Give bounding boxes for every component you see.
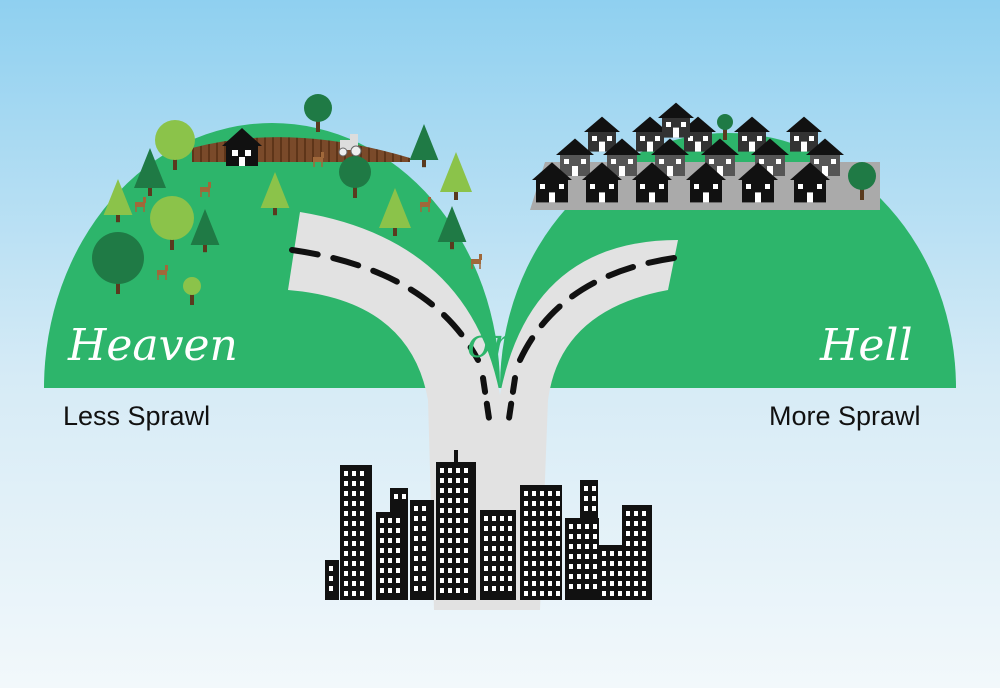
house-icon: [790, 162, 830, 203]
left-hill-trees: [92, 94, 472, 305]
building-icon: [565, 518, 599, 600]
house-icon: [632, 116, 668, 152]
pine-tree-icon: [134, 148, 166, 196]
pine-tree-icon: [379, 188, 411, 236]
round-tree-icon: [848, 162, 876, 200]
deer-icon: [420, 197, 431, 212]
house-icon: [734, 116, 770, 152]
farmhouse-icon: [222, 128, 262, 166]
deer-icon: [157, 265, 168, 280]
subdivision-houses: [532, 102, 844, 203]
house-icon: [651, 138, 689, 176]
house-icon: [686, 162, 726, 203]
deer-icon: [200, 182, 211, 197]
pine-tree-icon: [103, 179, 133, 223]
deer-group: [135, 152, 482, 280]
house-icon: [532, 162, 572, 203]
house-icon: [751, 138, 789, 176]
round-tree-icon: [150, 196, 194, 250]
round-tree-icon: [183, 277, 201, 305]
building-icon: [410, 500, 434, 600]
deer-icon: [471, 254, 482, 269]
pine-tree-icon: [190, 209, 220, 253]
right-hill-trees: [717, 114, 876, 200]
heaven-label: Heaven: [67, 320, 238, 371]
building-icon: [376, 512, 408, 600]
round-tree-icon: [155, 120, 195, 170]
round-tree-icon: [304, 94, 332, 132]
round-tree-icon: [717, 114, 733, 140]
building-icon: [436, 462, 476, 600]
deer-icon: [135, 197, 146, 212]
building-icon: [580, 480, 598, 518]
house-icon: [582, 162, 622, 203]
building-icon: [598, 545, 626, 600]
less-sprawl-caption: Less Sprawl: [63, 401, 210, 431]
tractor-icon: [338, 134, 362, 157]
deer-icon: [313, 152, 324, 167]
house-icon: [556, 138, 594, 176]
antenna: [454, 450, 458, 462]
or-label: or: [467, 321, 513, 367]
house-icon: [738, 162, 778, 203]
hell-label: Hell: [819, 320, 913, 371]
pine-tree-icon: [260, 172, 290, 216]
house-icon: [584, 116, 620, 152]
house-icon: [786, 116, 822, 152]
house-icon: [632, 162, 672, 203]
round-tree-icon: [92, 232, 144, 294]
building-icon: [325, 560, 339, 600]
pine-tree-icon: [440, 152, 472, 200]
forked-road: [288, 212, 678, 610]
pine-tree-icon: [437, 206, 467, 250]
round-tree-icon: [339, 156, 371, 198]
building-icon: [520, 485, 562, 600]
city-skyline: [325, 450, 652, 600]
house-icon: [603, 138, 641, 176]
building-icon: [390, 488, 408, 512]
pine-tree-icon: [409, 124, 439, 168]
building-icon: [340, 465, 372, 600]
building-icon: [622, 505, 652, 600]
building-icon: [480, 510, 516, 600]
house-icon: [658, 102, 694, 138]
more-sprawl-caption: More Sprawl: [769, 401, 921, 431]
